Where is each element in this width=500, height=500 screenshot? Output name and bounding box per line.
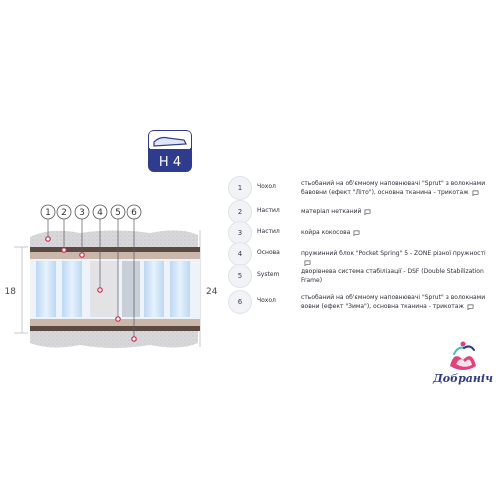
svg-text:5: 5: [115, 208, 121, 218]
spring-pocket: [170, 261, 190, 317]
legend-row-4: 4 Основа пружинний блок "Pocket Spring" …: [228, 242, 496, 266]
legend-number: 3: [228, 221, 252, 245]
legend-number: 2: [228, 200, 252, 224]
legend-label: Настил: [257, 207, 280, 214]
svg-text:6: 6: [131, 208, 137, 218]
legend-row-2: 2 Настил матеріал нетканий: [228, 200, 496, 224]
svg-text:4: 4: [97, 208, 103, 218]
legend-row-1: 1 Чохол стьобаний на об'ємному наповнюва…: [228, 176, 496, 200]
legend-description: стьобаний на об'ємному наповнювачі "Spru…: [301, 180, 486, 196]
svg-text:2: 2: [61, 208, 67, 218]
chat-bubble-icon: [467, 304, 474, 310]
legend-number: 4: [228, 242, 252, 266]
height-total-label: 24: [206, 287, 218, 297]
hardness-badge: H 4: [146, 128, 194, 174]
legend-row-6: 6 Чохол стьобаний на об'ємному наповнюва…: [228, 290, 496, 316]
legend-number: 5: [228, 264, 252, 288]
marker-dot: [131, 336, 137, 342]
legend-row-5: 5 System дворівнева система стабілізації…: [228, 264, 496, 290]
legend-number: 6: [228, 290, 252, 314]
legend-description: стьобаний на об'ємному наповнювачі "Spru…: [301, 294, 486, 310]
marker-1: [40, 204, 56, 220]
marker-dot: [61, 247, 67, 253]
marker-dot: [97, 287, 103, 293]
svg-text:1: 1: [45, 208, 51, 218]
spring-pocket: [144, 261, 164, 317]
spring-pocket: [36, 261, 56, 317]
spring-pocket: [122, 261, 140, 317]
legend-label: Настил: [257, 228, 280, 235]
legend-description: матеріал нетканий: [301, 207, 491, 216]
marker-dot: [45, 236, 51, 242]
top-coir-layer: [30, 252, 200, 259]
marker-5: [110, 204, 126, 220]
marker-2: [56, 204, 72, 220]
legend-label: Основа: [257, 249, 280, 256]
marker-4: [92, 204, 108, 220]
chat-bubble-icon: [472, 190, 479, 196]
chat-bubble-icon: [304, 260, 311, 266]
legend-number: 1: [228, 176, 252, 200]
top-cover-layer: [30, 230, 198, 247]
brand-logo-icon: [450, 341, 476, 370]
brand-logo: [432, 336, 494, 382]
bottom-felt-layer: [30, 326, 200, 331]
legend-label: System: [257, 271, 280, 278]
marker-3: [74, 204, 90, 220]
legend-description: пружинний блок "Pocket Spring" 5 - ZONE …: [301, 249, 491, 267]
spring-pocket-center: [90, 261, 118, 317]
chat-bubble-icon: [365, 209, 371, 215]
hardness-label: H 4: [159, 155, 181, 170]
marker-dot: [115, 316, 121, 322]
legend-row-3: 3 Настил койра кокосова: [228, 221, 496, 245]
marker-6: [126, 204, 142, 220]
height-core-label: 18: [5, 287, 17, 297]
bottom-cover-layer: [30, 331, 198, 348]
legend-description: дворівнева система стабілізації - DSF (D…: [301, 268, 484, 284]
marker-dot: [79, 252, 85, 258]
legend-label: Чохол: [257, 297, 276, 304]
top-felt-layer: [30, 247, 200, 252]
spring-pocket: [62, 261, 82, 317]
bottom-coir-layer: [30, 319, 200, 326]
brand-name: Добраніч: [433, 372, 493, 385]
hardness-badge-icon: H 4: [148, 130, 192, 172]
legend-label: Чохол: [257, 183, 276, 190]
svg-text:3: 3: [79, 208, 85, 218]
chat-bubble-icon: [353, 230, 360, 236]
mattress-diagram: 18 24: [0, 195, 230, 355]
legend-description: койра кокосова: [301, 228, 491, 237]
